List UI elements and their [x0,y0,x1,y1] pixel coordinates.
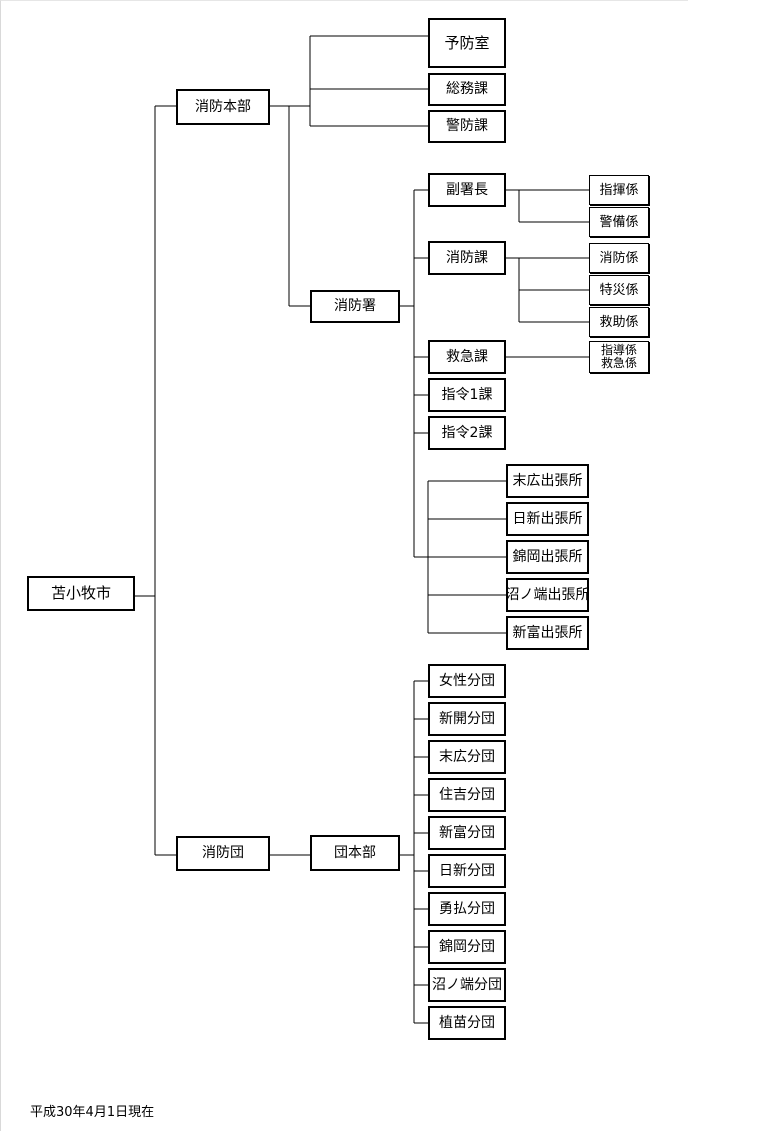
as-of-date: 平成30年4月1日現在 [30,1105,155,1120]
node-fire-defense-division: 警防課 [428,110,506,143]
node-corps-unit: 新開分団 [428,702,506,736]
node-branch-office: 日新出張所 [506,502,589,536]
node-fire-station: 消防署 [310,290,400,323]
node-corps-headquarters: 団本部 [310,835,400,871]
node-corps-unit: 女性分団 [428,664,506,698]
node-deputy-chief: 副署長 [428,173,506,207]
node-branch-office: 錦岡出張所 [506,540,589,574]
node-dispatch-division-2: 指令2課 [428,416,506,450]
node-firefighting-section: 消防係 [589,243,649,273]
node-branch-office: 末広出張所 [506,464,589,498]
node-corps-unit: 錦岡分団 [428,930,506,964]
node-fire-division: 消防課 [428,241,506,275]
diagram-frame [0,0,688,1131]
node-corps-unit: 新富分団 [428,816,506,850]
node-corps-unit: 住吉分団 [428,778,506,812]
node-ems-division: 救急課 [428,340,506,374]
node-tomakomai-city: 苫小牧市 [27,576,135,611]
node-corps-unit: 植苗分団 [428,1006,506,1040]
node-corps-unit: 日新分団 [428,854,506,888]
node-rescue-section: 救助係 [589,307,649,337]
node-dispatch-division-1: 指令1課 [428,378,506,412]
node-fire-headquarters: 消防本部 [176,89,270,125]
node-corps-unit: 末広分団 [428,740,506,774]
node-corps-unit: 勇払分団 [428,892,506,926]
node-branch-office: 新富出張所 [506,616,589,650]
node-guidance-ems-section: 指導係 救急係 [589,341,649,373]
node-branch-office: 沼ノ端出張所 [506,578,590,612]
node-general-affairs-division: 総務課 [428,73,506,106]
node-corps-unit: 沼ノ端分団 [428,968,506,1002]
node-security-section: 警備係 [589,207,649,237]
node-volunteer-fire-corps: 消防団 [176,836,270,871]
node-special-disaster-section: 特災係 [589,275,649,305]
node-command-section: 指揮係 [589,175,649,205]
node-prevention-office: 予防室 [428,18,506,68]
